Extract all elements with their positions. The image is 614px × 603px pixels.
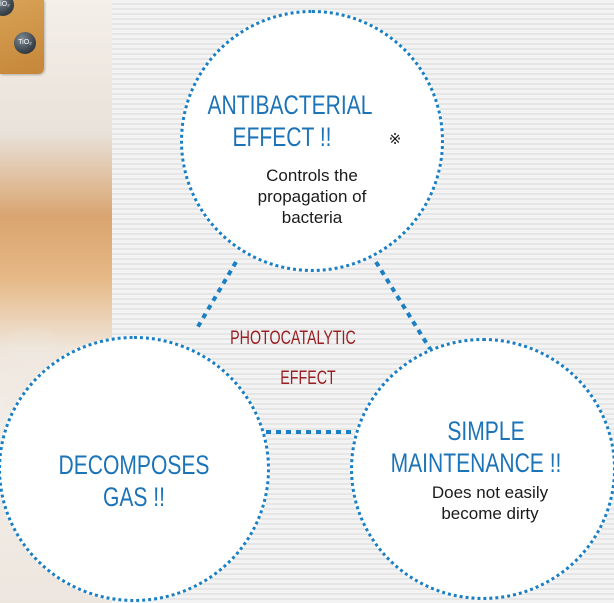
decomposes-gas-title-line1: DECOMPOSES bbox=[58, 450, 210, 480]
connector-top-left bbox=[194, 260, 238, 332]
maintenance-description-line2: become dirty bbox=[441, 504, 539, 523]
maintenance-title-line1: SIMPLE bbox=[447, 416, 525, 446]
antibacterial-title-line1: ANTIBACTERIAL bbox=[207, 90, 373, 120]
connector-top-right bbox=[374, 260, 434, 354]
photocatalytic-label-line2: EFFECT bbox=[280, 368, 336, 389]
antibacterial-description-line1: Controls the bbox=[266, 166, 358, 185]
decomposes-gas-circle bbox=[0, 336, 270, 602]
antibacterial-description-line2: propagation of bbox=[257, 187, 367, 206]
decomposes-gas-title-line2: GAS !! bbox=[102, 482, 166, 512]
photocatalytic-label-line1: PHOTOCATALYTIC bbox=[230, 328, 356, 349]
maintenance-description-line1: Does not easily bbox=[431, 483, 549, 502]
antibacterial-title-line2: EFFECT !! bbox=[232, 122, 332, 152]
antibacterial-circle bbox=[180, 10, 444, 272]
note-mark: ※ bbox=[388, 131, 402, 148]
antibacterial-description-line3: bacteria bbox=[281, 208, 343, 227]
tio2-molecule-panel: TiO₂ TiO₂ bbox=[0, 0, 44, 74]
tio2-molecule-icon: TiO₂ bbox=[0, 0, 14, 16]
tio2-molecule-icon: TiO₂ bbox=[14, 32, 36, 54]
maintenance-title-line2: MAINTENANCE !! bbox=[390, 448, 562, 478]
